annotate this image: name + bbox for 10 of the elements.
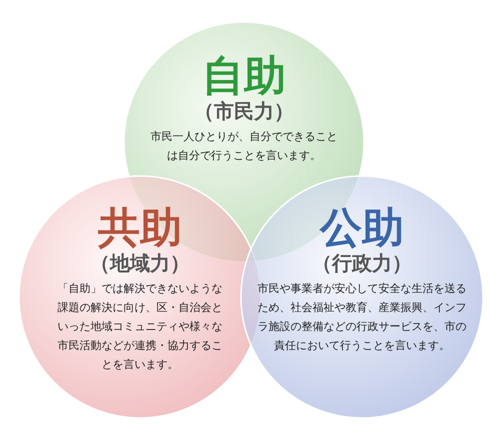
description: 「自助」では解決できないような課題の解決に向け、区・自治会といった地域コミュニティや様々な市民活動などが連携・協力することを言います。 [56,281,224,373]
description: 市民一人ひとりが、自分でできることは自分で行うことを言います。 [150,129,338,164]
circle [240,175,484,419]
heading: 共助 [97,205,183,251]
description: 市民や事業者が安心して安全な生活を送るため、社会福祉や教育、産業振興、インフラ施設の整備などの行政サービスを、市の責任において行うことを言います。 [257,281,467,354]
subheading: （市民力） [193,99,295,123]
subheading: （行政力） [311,251,413,275]
heading: 自助 [201,53,287,99]
heading: 公助 [318,205,405,251]
subheading: （地域力） [89,251,191,275]
